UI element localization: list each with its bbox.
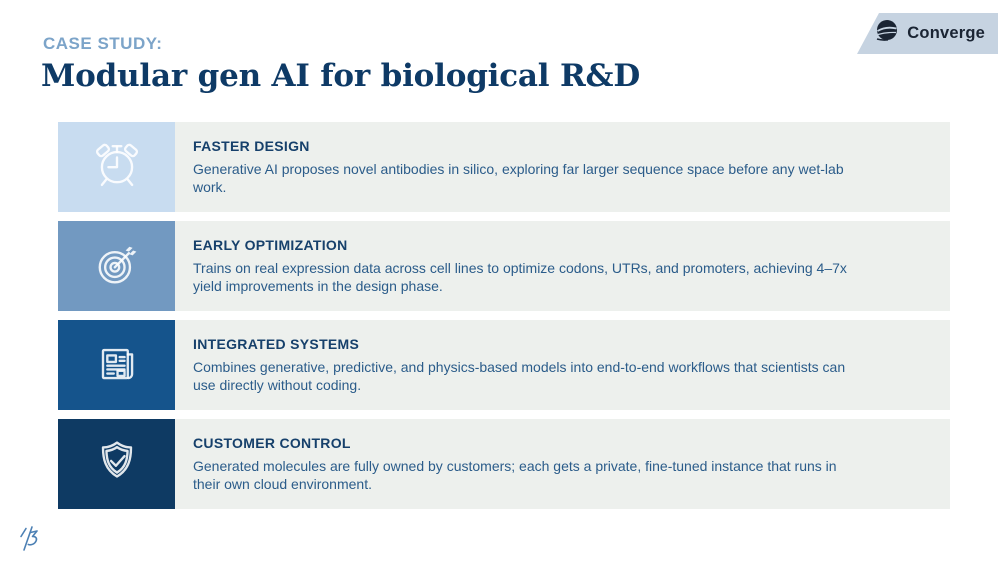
target-arrow-icon xyxy=(89,236,145,297)
feature-text-panel: INTEGRATED SYSTEMS Combines generative, … xyxy=(175,320,950,410)
feature-row: EARLY OPTIMIZATION Trains on real expres… xyxy=(58,221,950,311)
alarm-clock-icon xyxy=(89,137,145,198)
converge-globe-icon xyxy=(874,18,900,49)
eyebrow-label: CASE STUDY: xyxy=(43,34,163,53)
feature-row: FASTER DESIGN Generative AI proposes nov… xyxy=(58,122,950,212)
feature-icon-box xyxy=(58,320,175,410)
feature-heading: INTEGRATED SYSTEMS xyxy=(193,336,360,352)
feature-icon-box xyxy=(58,122,175,212)
feature-row: CUSTOMER CONTROL Generated molecules are… xyxy=(58,419,950,509)
feature-body: Generated molecules are fully owned by c… xyxy=(193,458,837,492)
feature-heading: CUSTOMER CONTROL xyxy=(193,435,351,451)
feature-body: Combines generative, predictive, and phy… xyxy=(193,359,846,393)
feature-icon-box xyxy=(58,419,175,509)
feature-text-panel: CUSTOMER CONTROL Generated molecules are… xyxy=(175,419,950,509)
feature-text-panel: EARLY OPTIMIZATION Trains on real expres… xyxy=(175,221,950,311)
feature-text-panel: FASTER DESIGN Generative AI proposes nov… xyxy=(175,122,950,212)
feature-icon-box xyxy=(58,221,175,311)
feature-body: Generative AI proposes novel antibodies … xyxy=(193,161,844,195)
feature-heading: FASTER DESIGN xyxy=(193,138,310,154)
feature-body: Trains on real expression data across ce… xyxy=(193,260,847,294)
feature-rows: FASTER DESIGN Generative AI proposes nov… xyxy=(58,122,950,509)
newspaper-icon xyxy=(89,335,145,396)
brand-name: Converge xyxy=(907,24,985,42)
brand-banner: Converge xyxy=(857,13,998,54)
feature-row: INTEGRATED SYSTEMS Combines generative, … xyxy=(58,320,950,410)
feature-heading: EARLY OPTIMIZATION xyxy=(193,237,348,253)
footer-logo-mark xyxy=(16,524,44,559)
page-title: Modular gen AI for biological R&D xyxy=(41,58,641,94)
shield-check-icon xyxy=(89,434,145,495)
